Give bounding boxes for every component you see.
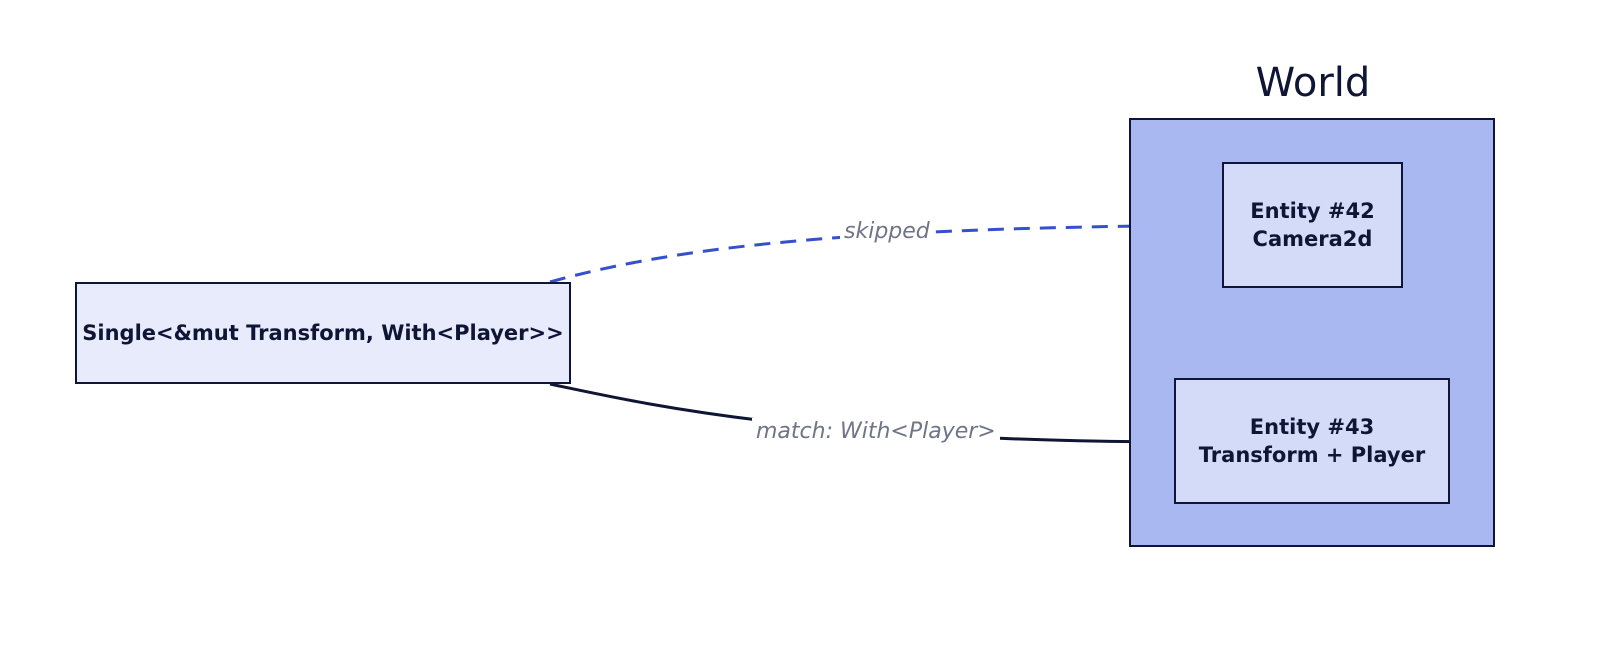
edge-skipped-label: skipped [840,218,934,246]
edge-skipped-line [549,219,1222,284]
entity-42-node: Entity #42 Camera2d [1222,162,1403,288]
world-title: World [1255,60,1371,106]
edge-match-label: match: With<Player> [752,418,1000,446]
query-node: Single<&mut Transform, With<Player>> [75,282,571,384]
entity-43-node: Entity #43 Transform + Player [1174,378,1450,504]
